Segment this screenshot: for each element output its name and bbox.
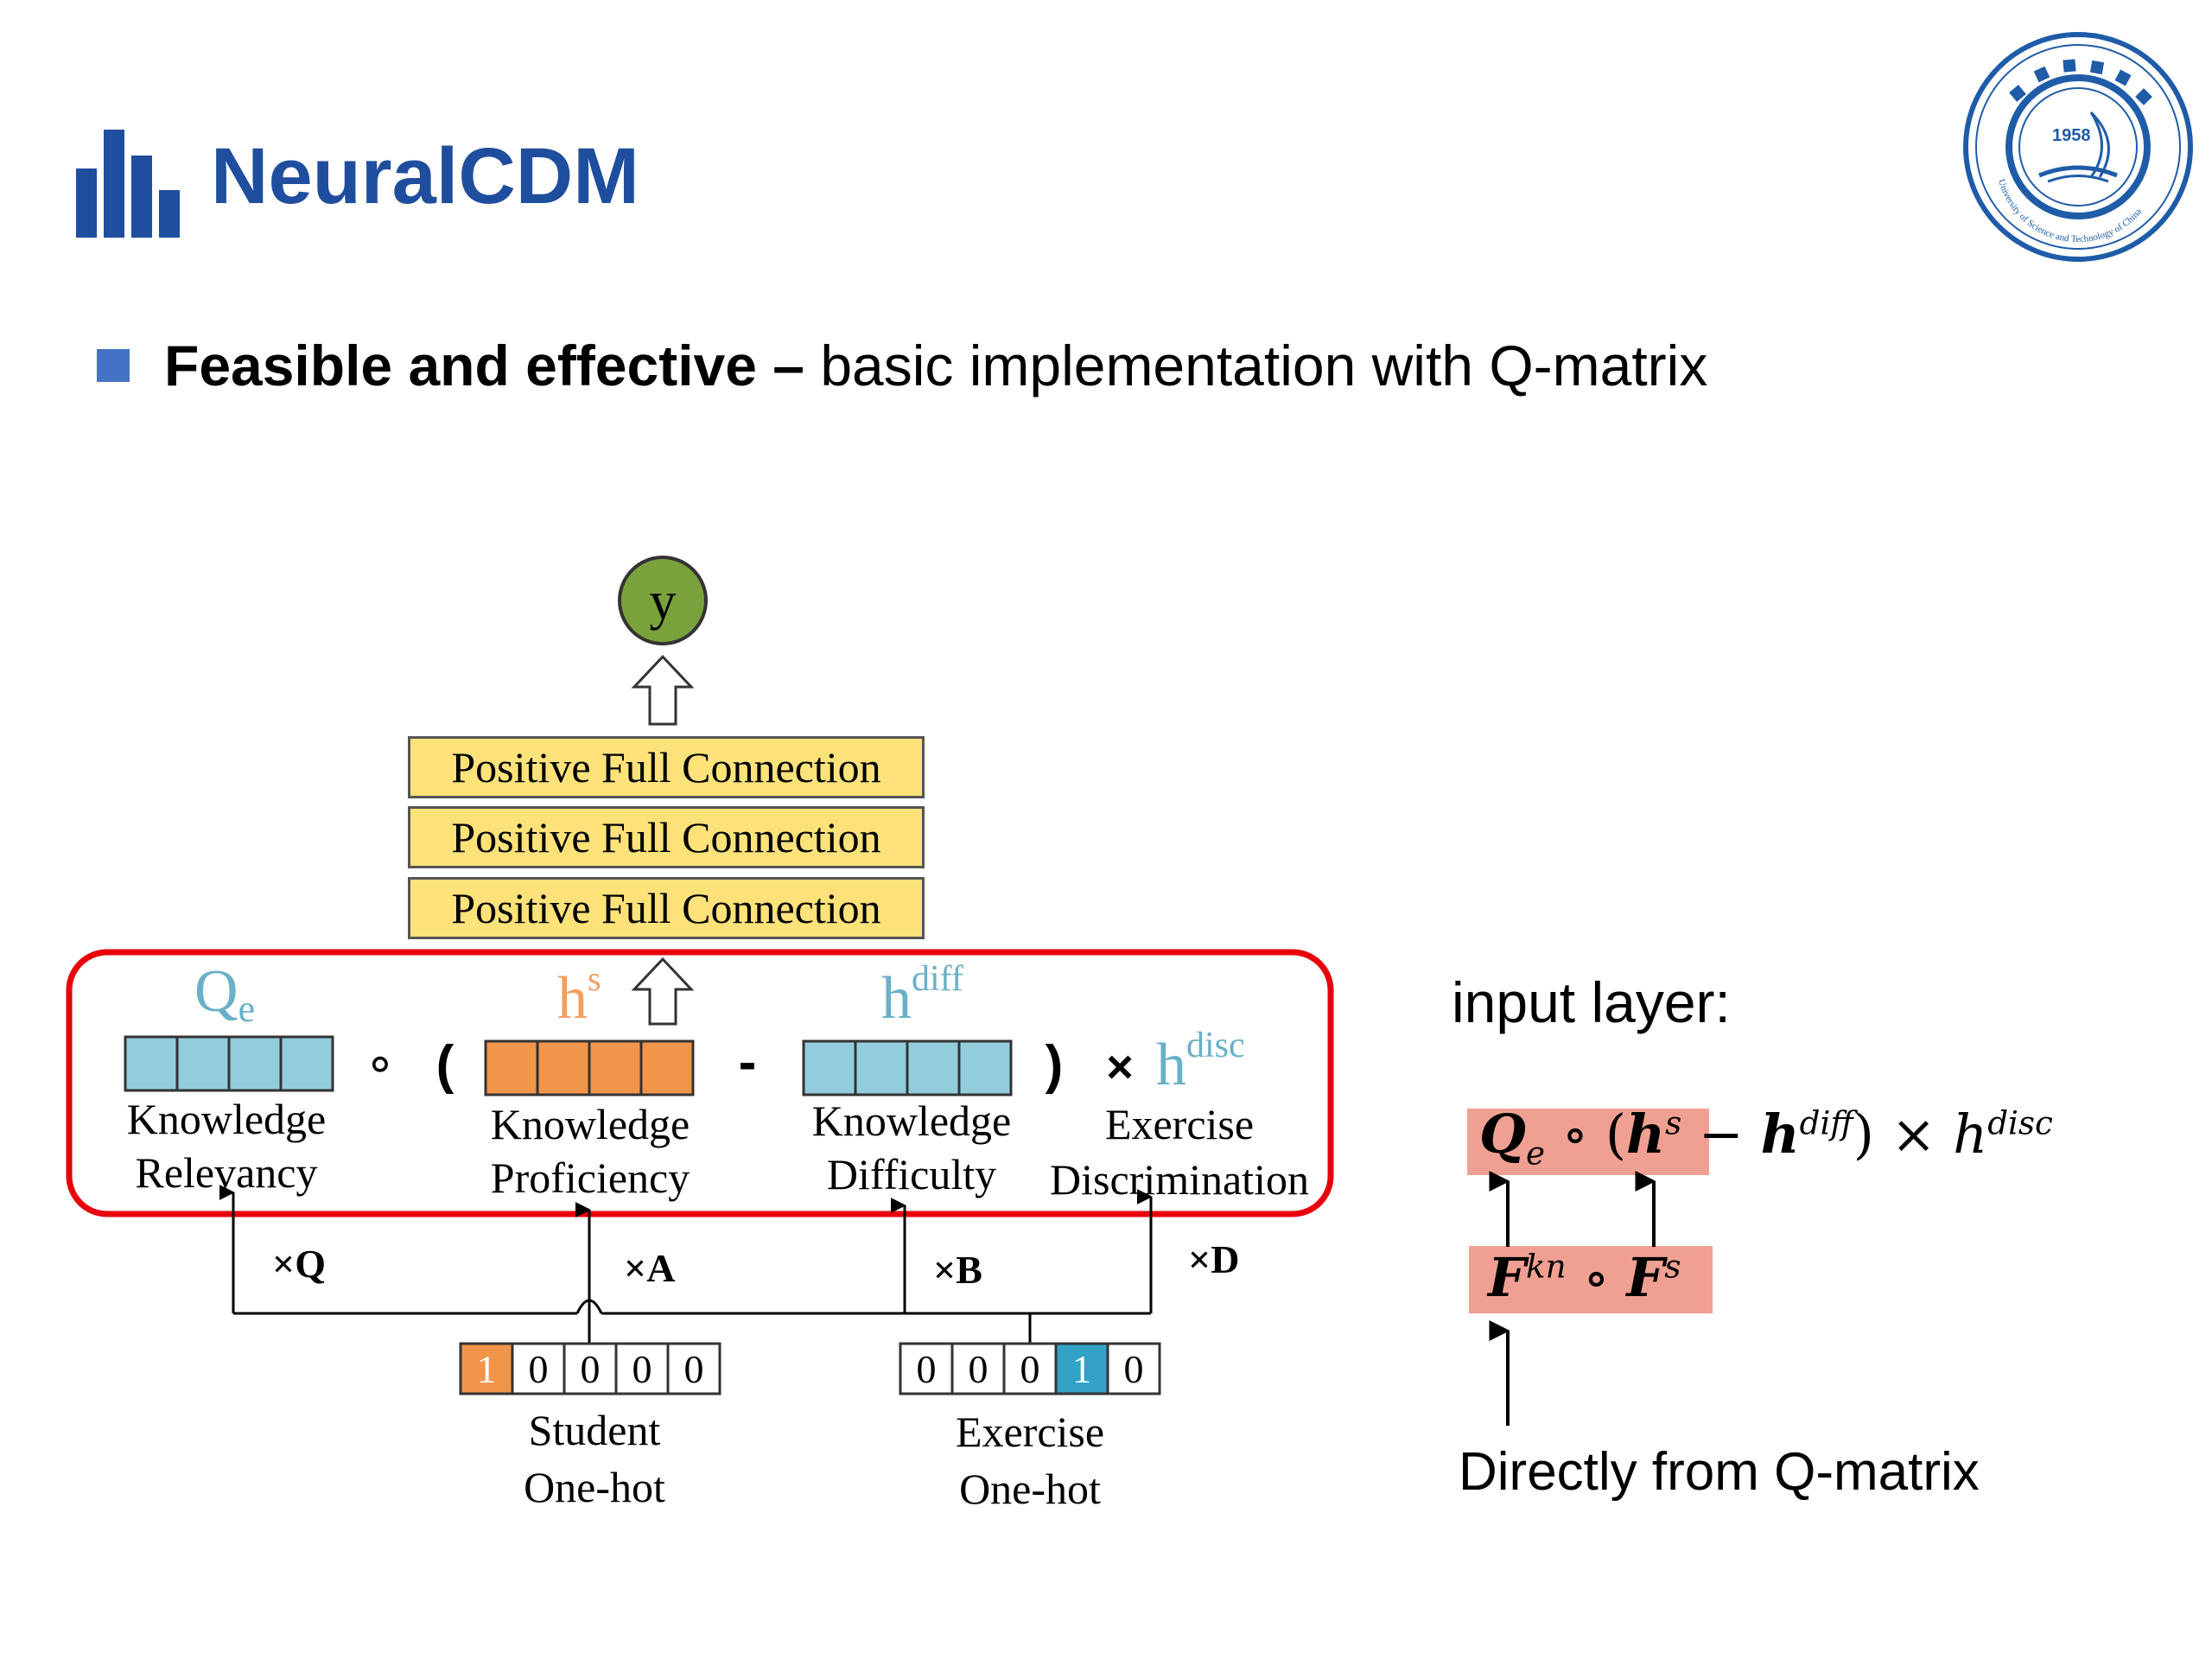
factor-label: Knowledge [491, 1100, 690, 1148]
feature-formula: Fkn ∘ Fs [1488, 1246, 1681, 1309]
knowledge-proficiency-vector [484, 1039, 695, 1096]
bullet-line: Feasible and effective – basic implement… [97, 334, 1708, 397]
vector-cell [279, 1035, 334, 1092]
multiplier-d: ×D [1188, 1237, 1239, 1281]
vector-cell [124, 1035, 179, 1092]
multiplier-a: ×A [624, 1246, 675, 1290]
onehot-cell [666, 1342, 721, 1395]
knowledge-difficulty-vector [802, 1039, 1013, 1096]
operator-compose: ∘ [365, 1033, 396, 1092]
vector-cell [639, 1039, 695, 1096]
onehot-value: 1 [1072, 1347, 1092, 1391]
factor-qe-symbol: Qe [194, 958, 255, 1030]
vector-cell [957, 1039, 1013, 1096]
onehot-label: Exercise [956, 1408, 1104, 1456]
onehot-value: 0 [529, 1347, 549, 1391]
output-node [618, 556, 708, 645]
onehot-cell [1002, 1342, 1058, 1395]
onehot-label: One-hot [524, 1463, 665, 1511]
vector-cell [854, 1039, 909, 1096]
onehot-value: 0 [581, 1347, 601, 1391]
vector-cell [536, 1039, 591, 1096]
factor-hs-symbol: hs [557, 959, 601, 1032]
knowledge-relevancy-vector [124, 1035, 334, 1092]
factor-label: Difficulty [827, 1150, 996, 1198]
onehot-cell [1054, 1342, 1109, 1395]
vector-cell [484, 1039, 539, 1096]
onehot-value: 0 [1124, 1347, 1144, 1391]
bullet-description: basic implementation with Q-matrix [820, 334, 1708, 397]
neuralcdm-architecture-diagram: y Qe hs hdiff hdisc ∘ ( - ) × Knowledge … [66, 556, 1334, 1513]
input-layer-label: input layer: [1452, 970, 1731, 1034]
factor-hdiff-symbol: hdiff [881, 959, 963, 1032]
hollow-up-arrow-icon [631, 957, 695, 1026]
input-layer-formula: Qe ∘ (hs − hdiff) × hdisc [1479, 1103, 2053, 1173]
formula-highlight [1469, 1246, 1713, 1313]
output-node-label: y [650, 572, 677, 631]
factor-label: Knowledge [812, 1096, 1012, 1145]
factor-label: Discrimination [1050, 1155, 1309, 1204]
operator-open-paren: ( [436, 1035, 454, 1095]
positive-full-connection-layer: Positive Full Connection [408, 736, 925, 798]
vector-cell [802, 1039, 857, 1096]
onehot-label: One-hot [959, 1465, 1101, 1513]
onehot-cell [459, 1342, 514, 1395]
multiplier-b: ×B [933, 1248, 982, 1292]
bullet-square-icon [97, 349, 130, 382]
onehot-value: 0 [684, 1347, 704, 1391]
positive-full-connection-layer: Positive Full Connection [408, 806, 925, 868]
vector-cell [227, 1035, 283, 1092]
university-seal-logo: 1958 University of Science and Technolog… [1963, 32, 2193, 262]
vector-cell [175, 1035, 231, 1092]
multiplier-q: ×Q [272, 1242, 326, 1286]
seal-year: 1958 [2052, 126, 2091, 145]
bar-chart-logo-icon [76, 130, 180, 238]
bullet-heading: Feasible and effective – [164, 334, 821, 397]
input-highlight-frame [66, 949, 1334, 1217]
hollow-up-arrow-icon [631, 654, 695, 726]
factor-label: Knowledge [127, 1095, 327, 1143]
vector-cell [588, 1039, 643, 1096]
operator-times: × [1106, 1041, 1134, 1093]
operator-minus: - [739, 1033, 757, 1092]
factor-label: Proficiency [491, 1154, 690, 1202]
onehot-value: 0 [632, 1347, 652, 1391]
factor-hdisc-symbol: hdisc [1156, 1026, 1245, 1098]
positive-full-connection-layer: Positive Full Connection [408, 877, 925, 939]
onehot-label: Student [529, 1406, 661, 1454]
onehot-value: 0 [917, 1347, 937, 1391]
onehot-value: 0 [1020, 1347, 1040, 1391]
onehot-value: 0 [969, 1347, 988, 1391]
onehot-cell [899, 1342, 954, 1395]
factor-label: Exercise [1105, 1100, 1254, 1148]
formula-arrows [1489, 1171, 1656, 1426]
factor-label: Relevancy [135, 1148, 317, 1197]
vector-cell [906, 1039, 961, 1096]
connector-lines [219, 1185, 1153, 1344]
operator-close-paren: ) [1046, 1035, 1064, 1095]
formula-highlight [1467, 1109, 1709, 1175]
onehot-cell [1106, 1342, 1161, 1395]
onehot-value: 1 [477, 1347, 497, 1391]
q-matrix-source-label: Directly from Q-matrix [1459, 1442, 1980, 1502]
page-title: NeuralCDM [211, 132, 639, 220]
